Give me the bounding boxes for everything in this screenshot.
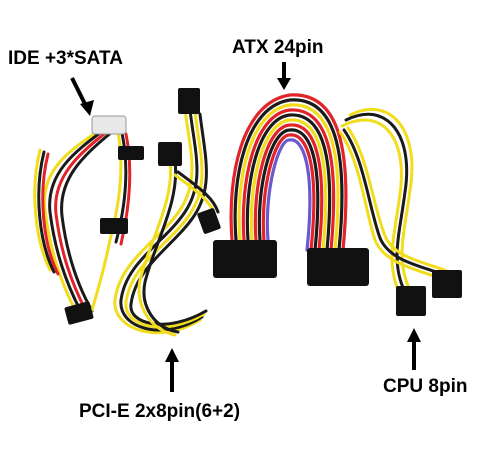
atx-24pin-cable: [213, 93, 369, 286]
atx-connector-left: [213, 240, 277, 278]
pcie-label: PCI-E 2x8pin(6+2): [79, 401, 241, 422]
ide-sata-cable: [33, 115, 144, 325]
pcie-arrow-icon: [165, 348, 179, 392]
cpu-connector-b: [432, 270, 462, 298]
cpu-connector-a: [396, 286, 426, 316]
cpu-arrow-icon: [407, 328, 421, 370]
pcie-connector-2pin: [197, 208, 221, 234]
arrows: [70, 62, 421, 392]
sata-connector-2: [100, 218, 128, 234]
atx-connector-right: [307, 248, 369, 286]
sata-connector-1: [118, 146, 144, 160]
atx-arrow-icon: [277, 62, 291, 90]
pcie-connector-8pin: [158, 142, 182, 166]
cpu-label: CPU 8pin: [383, 376, 468, 397]
atx-label: ATX 24pin: [232, 37, 324, 58]
sata-connector-3: [64, 301, 94, 325]
ide-sata-label: IDE +3*SATA: [8, 48, 123, 69]
molex-connector: [91, 115, 127, 135]
pcie-cable: [113, 88, 221, 337]
pcie-connector-6pin: [178, 88, 200, 114]
ide-arrow-icon: [70, 77, 94, 116]
cpu-8pin-cable: [338, 108, 462, 316]
